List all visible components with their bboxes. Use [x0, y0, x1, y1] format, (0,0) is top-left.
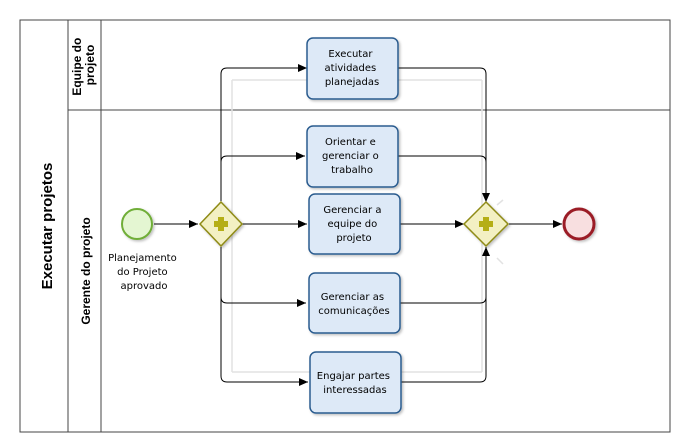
parallel-gateway-split[interactable] [198, 200, 244, 248]
task-gerenciar-comunicacoes[interactable]: Gerenciar as comunicações [308, 272, 401, 334]
flow-t5-to-join [400, 247, 490, 383]
task-label: Gerenciar as comunicações [318, 292, 389, 317]
task-gerenciar-equipe[interactable]: Gerenciar a equipe do projeto [308, 193, 401, 255]
lane-label-equipe-line2: projeto [83, 45, 97, 86]
flow-split-to-t5 [220, 247, 308, 386]
flow-split-to-t4 [220, 247, 306, 307]
task-label: Orientar e gerenciar o trabalho [322, 137, 382, 176]
parallel-gateway-join[interactable] [462, 200, 510, 248]
pool [19, 19, 671, 433]
flow-t1-to-join [398, 67, 490, 202]
start-event[interactable] [121, 208, 153, 240]
lane-label-equipe-line1: Equipe do [70, 38, 84, 96]
start-event-label-line1: Planejamento [108, 253, 177, 264]
plus-icon [479, 217, 493, 231]
flow-split-to-t2 [220, 152, 305, 201]
task-engajar-partes[interactable]: Engajar partes interessadas [309, 351, 402, 414]
flow-t4-to-join [400, 247, 487, 304]
end-event[interactable] [562, 207, 596, 241]
start-event-label: Planejamento do Projeto aprovado [108, 253, 180, 292]
task-label: Gerenciar a equipe do projeto [323, 205, 384, 244]
task-label: Engajar partes interessadas [317, 371, 393, 396]
lane-label-equipe: Equipe do projeto [70, 34, 97, 95]
lane-label-gerente: Gerente do projeto [79, 217, 93, 324]
start-event-label-line2: do Projeto [117, 267, 167, 278]
start-event-label-line3: aprovado [121, 281, 168, 292]
plus-icon [214, 217, 228, 231]
flow-t2-to-join [398, 155, 487, 202]
pool-title: Executar projetos [39, 163, 56, 290]
sequence-flows [154, 64, 562, 386]
task-label: Executar atividades planejadas [325, 49, 380, 88]
lane-label-gerente-line1: Gerente do projeto [79, 217, 93, 324]
flow-split-to-t1 [220, 64, 307, 201]
task-orientar-gerenciar[interactable]: Orientar e gerenciar o trabalho [306, 125, 399, 188]
task-executar-atividades[interactable]: Executar atividades planejadas [306, 37, 399, 100]
